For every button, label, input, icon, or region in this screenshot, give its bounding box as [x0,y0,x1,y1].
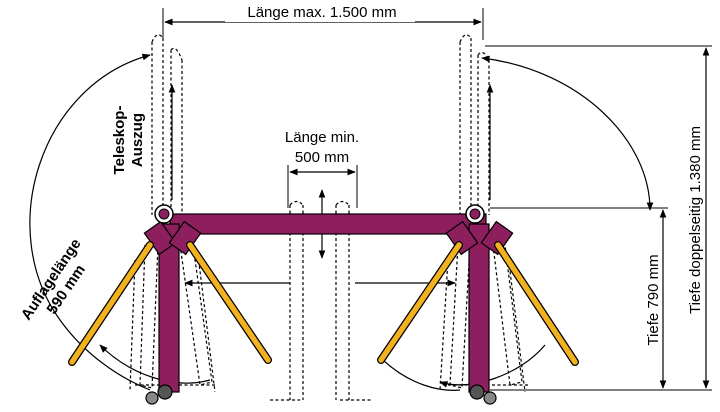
label-laenge-max: Länge max. 1.500 mm [247,4,396,21]
label-tiefe-doppelseitig: Tiefe doppelseitig 1.380 mm [687,126,704,314]
label-laenge-min-line2: 500 mm [295,149,349,166]
stand-frame [143,204,514,405]
right-hinge-left [445,220,479,256]
right-upright [468,223,490,393]
label-teleskop-line1: Teleskop- [111,106,128,175]
label-teleskop-line2: Auszug [129,113,146,167]
support-legs [68,241,579,366]
swing-arcs [29,53,654,391]
right-hinge-right [480,220,514,256]
label-tiefe: Tiefe 790 mm [645,254,662,345]
label-laenge-min-line1: Länge min. [285,129,359,146]
dimension-arrows [164,18,710,389]
crossbar [169,213,487,235]
